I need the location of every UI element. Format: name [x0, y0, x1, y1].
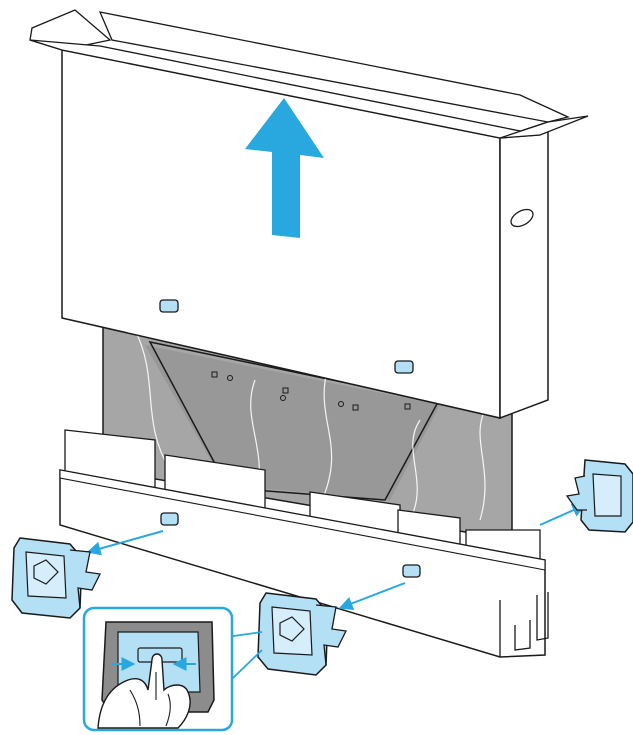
- carton-handle-hole-side: [510, 208, 534, 228]
- tray-hole-left: [160, 512, 179, 526]
- carton-handle-hole-front-left: [159, 299, 179, 313]
- tray-top-edge: [59, 469, 546, 571]
- tray-end-panel: [499, 592, 549, 657]
- clip-icon-left: [11, 537, 101, 619]
- carton-side: [499, 120, 549, 420]
- up-arrow-icon: [245, 98, 324, 238]
- carton-bottom-tray: [59, 429, 549, 658]
- tray-hole-right: [402, 564, 421, 578]
- removal-arrow-icon-mid: [338, 582, 406, 611]
- removal-arrow-icon-left: [86, 530, 164, 556]
- carton-flap-right: [499, 115, 589, 139]
- carton-handle-hole-front-right: [394, 360, 414, 374]
- hand-icon: [97, 653, 191, 729]
- carton-flap-back: [98, 11, 570, 123]
- tv-screw-holes: [211, 371, 411, 411]
- clip-icon-mid: [257, 592, 347, 676]
- tv-stand-mount-plate: [145, 345, 440, 500]
- clip-icon-right: [565, 459, 633, 533]
- detail-inset: [82, 606, 234, 732]
